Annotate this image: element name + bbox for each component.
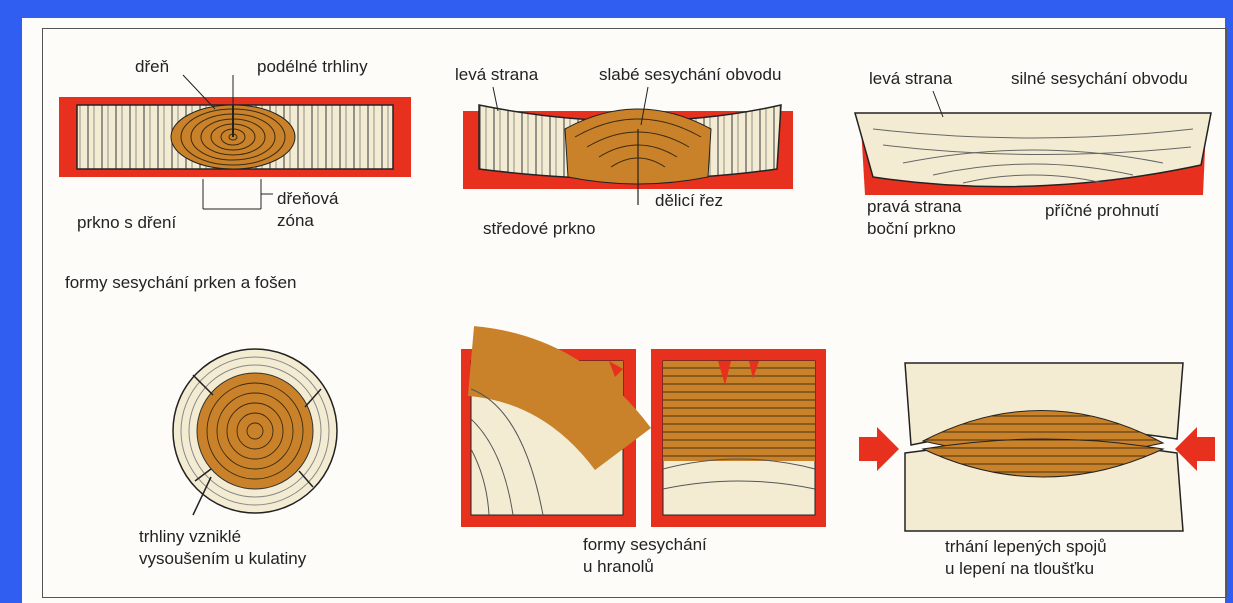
label-slabe-sesychani: slabé sesychání obvodu [599,65,781,85]
center-board [463,87,793,205]
label-delici-rez: dělicí řez [655,191,723,211]
label-trhani-1: trhání lepených spojů [945,537,1107,557]
label-formy-hranolu-2: u hranolů [583,557,654,577]
label-trhliny-2: vysoušením u kulatiny [139,549,306,569]
label-leva-strana-2: levá strana [869,69,952,89]
diagram-panel: dřeň podélné trhliny prkno s dření dřeňo… [42,28,1227,598]
squared-timbers [461,349,826,527]
label-stredove-prkno: středové prkno [483,219,595,239]
label-leva-strana-1: levá strana [455,65,538,85]
label-silne-sesychani: silné sesychání obvodu [1011,69,1188,89]
label-podelne-trhliny: podélné trhliny [257,57,368,77]
board-with-pith [59,75,411,209]
label-formy-prken: formy sesychání prken a fošen [65,273,297,293]
label-trhliny-1: trhliny vzniklé [139,527,241,547]
side-board [855,91,1211,195]
log-cross-section [173,349,337,515]
label-drenova: dřeňová [277,189,338,209]
diagram-sheet: dřeň podélné trhliny prkno s dření dřeňo… [22,18,1225,603]
wood-drying-illustrations [43,29,1226,597]
label-pricne-prohnuti: příčné prohnutí [1045,201,1159,221]
label-prava-strana: pravá strana [867,197,962,217]
glued-joints [859,363,1215,531]
label-zona: zóna [277,211,314,231]
right-arrow-icon [1175,427,1215,471]
label-trhani-2: u lepení na tloušťku [945,559,1094,579]
label-dren: dřeň [135,57,169,77]
label-prkno-s-dreni: prkno s dření [77,213,176,233]
label-bocni-prkno: boční prkno [867,219,956,239]
label-formy-hranolu-1: formy sesychání [583,535,707,555]
left-arrow-icon [859,427,899,471]
